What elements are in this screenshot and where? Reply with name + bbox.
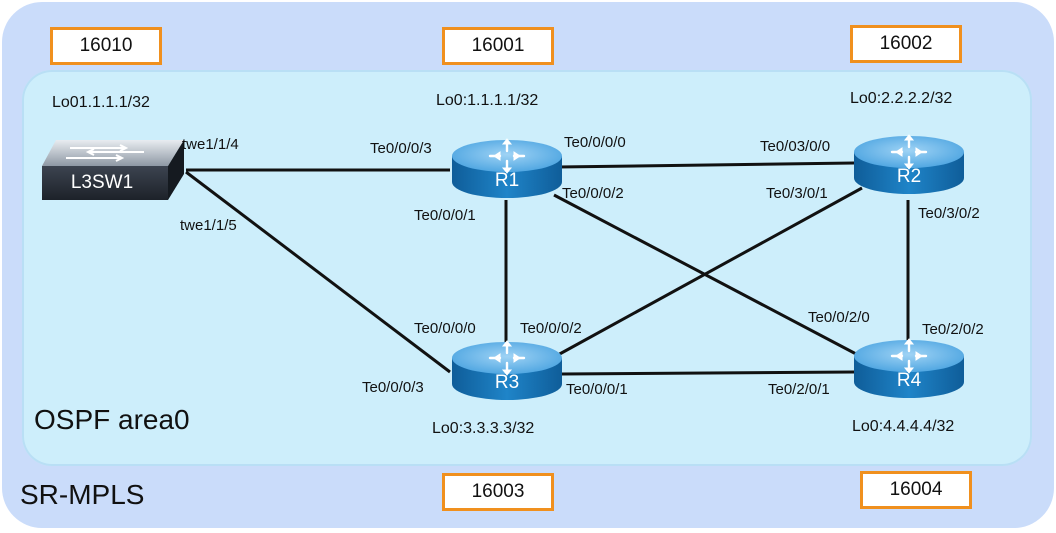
layer3-switch-icon — [42, 140, 184, 200]
node-label-r2: R2 — [896, 166, 922, 187]
node-label-r4: R4 — [896, 370, 922, 391]
loopback-r3: Lo0:3.3.3.3/32 — [432, 420, 535, 437]
link-l3sw1-r3 — [185, 170, 451, 374]
interface-label-r1-r2: Te0/0/0/0 — [564, 134, 626, 151]
ospf-area-label: OSPF area0 — [34, 404, 190, 435]
loopback-r4: Lo0:4.4.4.4/32 — [852, 418, 955, 435]
node-label-r1: R1 — [494, 170, 520, 191]
sid-box-r1: 16001 — [442, 27, 554, 65]
sid-box-r2: 16002 — [850, 25, 962, 63]
sid-box-r3: 16003 — [442, 473, 554, 511]
loopback-r1: Lo0:1.1.1.1/32 — [436, 92, 539, 109]
ospf-area0-domain — [22, 70, 1032, 466]
link-r1-r2 — [557, 161, 855, 169]
interface-label-r1-l3sw1: Te0/0/0/3 — [370, 140, 432, 157]
node-r4: R4 — [852, 338, 966, 400]
interface-label-r2-r1: Te0/03/0/0 — [760, 138, 831, 155]
node-r3: R3 — [450, 340, 564, 402]
interface-label-r1-r3: Te0/0/0/1 — [414, 207, 476, 224]
sid-box-r4: 16004 — [860, 471, 972, 509]
interface-label-r3-l3sw1: Te0/0/0/3 — [362, 379, 424, 396]
interface-label-r2-r4: Te0/3/0/2 — [918, 205, 980, 222]
interface-label-l3sw1-r1: twe1/1/4 — [182, 136, 239, 153]
interface-label-r2-r3: Te0/3/0/1 — [766, 185, 828, 202]
interface-label-r1-r4: Te0/0/0/2 — [562, 185, 624, 202]
interface-label-r3-r1: Te0/0/0/0 — [414, 320, 476, 337]
interface-label-r3-r2: Te0/0/0/2 — [520, 320, 582, 337]
sid-box-l3sw1: 16010 — [50, 27, 162, 65]
loopback-l3sw1: Lo01.1.1.1/32 — [52, 94, 150, 111]
interface-label-r4-r3: Te0/2/0/1 — [768, 381, 830, 398]
sr-mpls-label: SR-MPLS — [20, 479, 145, 510]
node-r2: R2 — [852, 134, 966, 196]
interface-label-l3sw1-r3: twe1/1/5 — [180, 217, 237, 234]
interface-label-r4-r2: Te0/2/0/2 — [922, 321, 984, 338]
router-icon — [854, 338, 964, 398]
node-r1: R1 — [450, 138, 564, 200]
router-icon — [452, 138, 562, 198]
node-l3sw1: L3SW1 — [40, 138, 184, 204]
node-label-l3sw1: L3SW1 — [70, 172, 134, 193]
interface-label-r3-r4: Te0/0/0/1 — [566, 381, 628, 398]
node-label-r3: R3 — [494, 372, 520, 393]
link-r2-r3 — [555, 186, 863, 358]
router-icon — [854, 134, 964, 194]
interface-label-r4-r1: Te0/0/2/0 — [808, 309, 870, 326]
link-r3-r4 — [561, 370, 855, 376]
loopback-r2: Lo0:2.2.2.2/32 — [850, 90, 953, 107]
router-icon — [452, 340, 562, 400]
